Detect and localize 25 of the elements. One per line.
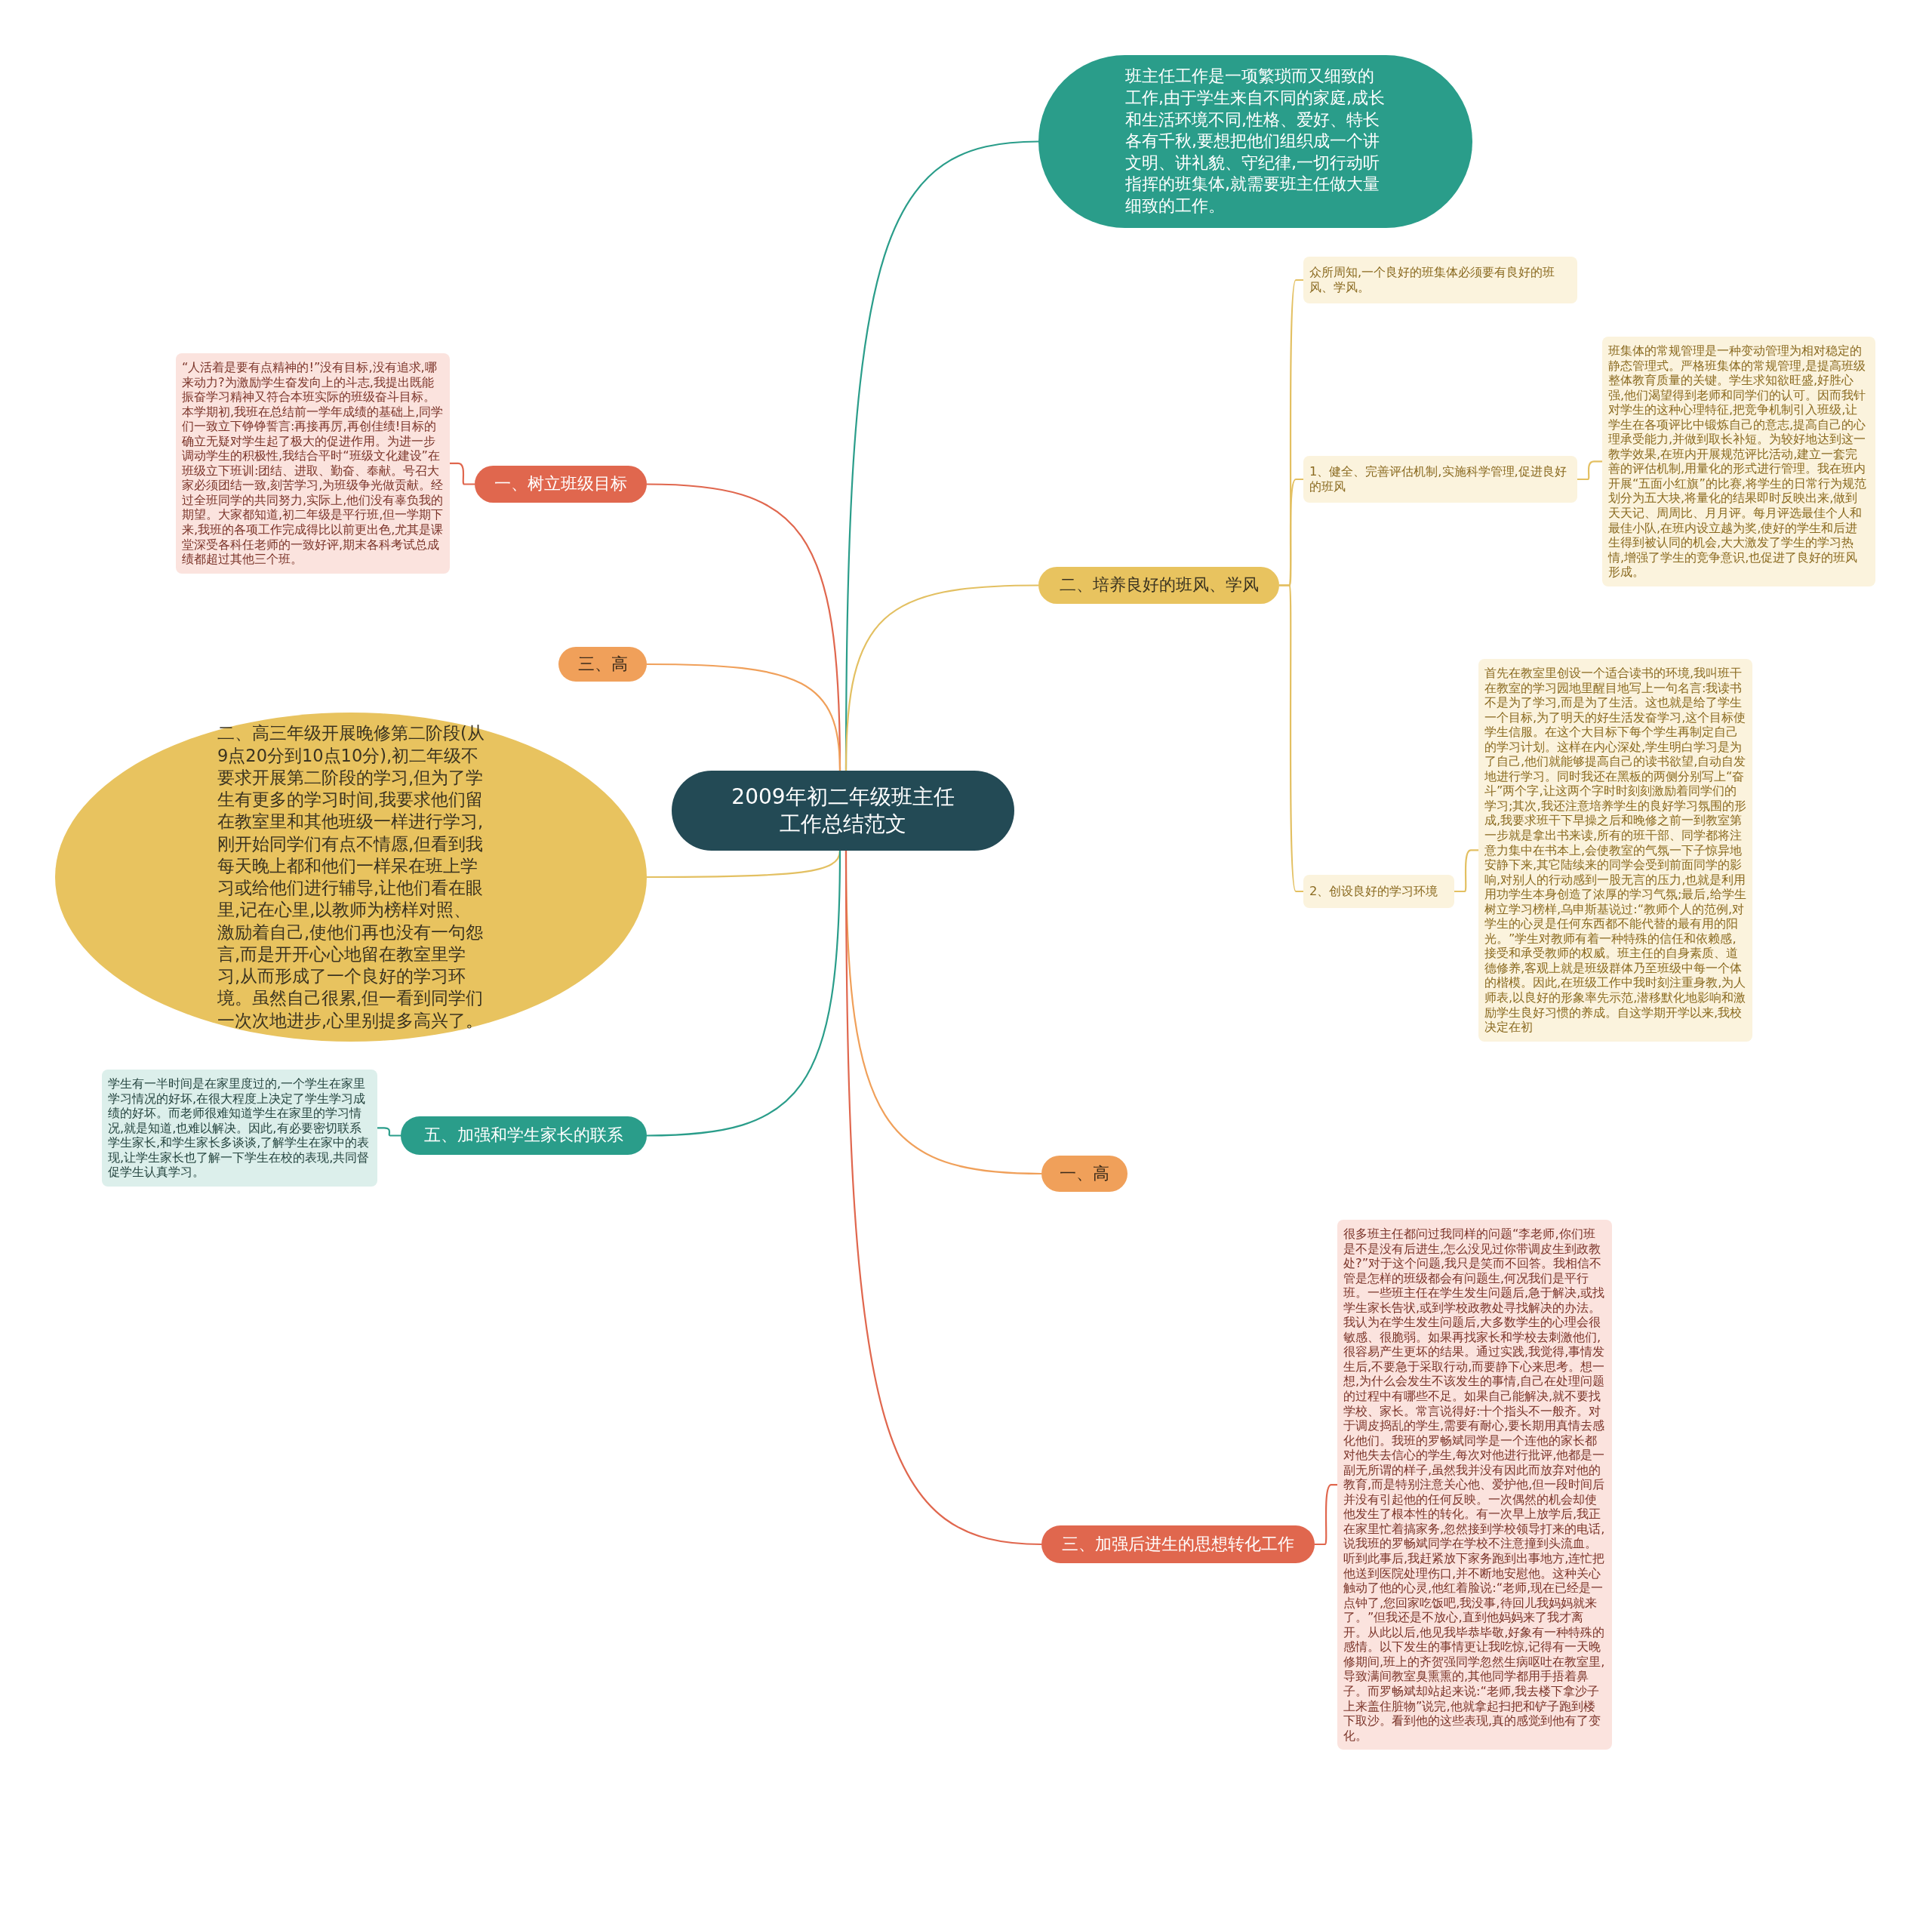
branch-line — [647, 663, 841, 771]
branch-line — [1577, 460, 1602, 481]
branch-line — [844, 584, 1038, 771]
branch-label: 五、加强和学生家长的联系 — [401, 1116, 647, 1155]
note-card: 首先在教室里创设一个适合读书的环境,我叫班干在教室的学习园地里醒目地写上一句名言:我读书不是为了学习,而是为了生活。这也就是给了学生一个目标,为了明天的好生活发奋学习,这个目标使学生信服。在这个大目标下每个学生再制定自己的学习计划。这样在内心深处,学生明白学习是为了自己,他们就能够提高自己的读书欲望,自动自发地进行学习。同时我还在黑板的两侧分别写上“奋斗”两个字,让这两个字时时刻刻激励着同学们的学习;其次,我还注意培养学生的良好学习氛围的形成,我要求班干下早操之后和晚修之前一到教室第一步就是拿出书来读,所有的班干部、同学都将注意力集中在书本上,会使教室的气氛一下子惊异地安静下来,其它陆续来的同学会受到前面同学的影响,对别人的行动感到一股无言的压力,也就是利用用功学生本身创造了浓厚的学习气氛;最后,给学生树立学习榜样,乌申斯基说过:“教师个人的范例,对学生的心灵是任何东西都不能代替的最有用的阳光。”学生对教师有着一种特殊的信任和依赖感,接受和承受教师的权威。班主任的自身素质、道德修养,客观上就是班级群体乃至班级中每一个体的楷模。因此,在班级工作中我时刻注重身教,为人师表,以良好的形象率先示范,潜移默化地影响和激励学生良好习惯的养成。自这学期开学以来,我校决定在初 — [1478, 659, 1752, 1042]
branch-label: 三、加强后进生的思想转化工作 — [1041, 1525, 1315, 1563]
note-card: 众所周知,一个良好的班集体必须要有良好的班风、学风。 — [1303, 257, 1577, 303]
note-card: “人活着是要有点精神的!”没有目标,没有追求,哪来动力?为激励学生奋发向上的斗志,我提出既能振奋学习精神又符合本班实际的班级奋斗目标。本学期初,我班在总结前一学年成绩的基础上,同学们一致立下铮铮誓言:再接再厉,再创佳绩!目标的确立无疑对学生起了极大的促进作用。为进一步调动学生的积极性,我结合平时“班级文化建设”在班级立下班训:团结、进取、勤奋、奉献。号召大家必须团结一致,刻苦学习,为班级争光做贡献。经过全班同学的共同努力,实际上,他们没有辜负我的期望。大家都知道,初二年级是平行班,但一学期下来,我班的各项工作完成得比以前更出色,尤其是课堂深受各科任老师的一致好评,期末各科考试总成绩都超过其他三个班。 — [176, 353, 450, 574]
branch-bubble: 班主任工作是一项繁琐而又细致的工作,由于学生来自不同的家庭,成长和生活环境不同,性格、爱好、特长各有千秋,要想把他们组织成一个讲文明、讲礼貌、守纪律,一切行动听指挥的班集体,就需要班主任做大量细致的工作。 — [1038, 55, 1472, 228]
topic-box: 2009年初二年级班主任工作总结范文 — [672, 771, 1014, 851]
branch-label: 三、高 — [558, 647, 647, 682]
branch-line — [646, 851, 841, 1137]
branch-line — [377, 1127, 401, 1137]
branch-line — [450, 462, 475, 485]
branch-line — [844, 851, 1042, 1546]
branch-label: 一、高 — [1041, 1156, 1128, 1192]
note-card: 学生有一半时间是在家里度过的,一个学生在家里学习情况的好坏,在很大程度上决定了学生学习成绩的好坏。而老师很难知道学生在家里的学习情况,就是知道,也难以解决。因此,有必要密切联系学生家长,和学生家长多谈谈,了解学生在家中的表现,让学生家长也了解一下学生在校的表现,共同督促学生认真学习。 — [102, 1070, 377, 1187]
branch-oval: 二、高三年级开展晚修第二阶段(从9点20分到10点10分),初二年级不要求开展第二阶段的学习,但为了学生有更多的学习时间,我要求他们留在教室里和其他班级一样进行学习,刚开始同学们有点不情愿,但看到我每天晚上都和他们一样呆在班上学习或给他们进行辅导,让他们看在眼里,记在心里,以教师为榜样对照、激励着自己,使他们再也没有一句怨言,而是开开心心地留在教室里学习,从而形成了一个良好的学习环境。虽然自己很累,但一看到同学们一次次地进步,心里别提多高兴了。 — [55, 713, 647, 1042]
branch-label: 二、培养良好的班风、学风 — [1038, 567, 1279, 604]
note-card: 2、创设良好的学习环境 — [1303, 875, 1454, 908]
note-card: 班集体的常规管理是一种变动管理为相对稳定的静态管理式。严格班集体的常规管理,是提高班级整体教育质量的关键。学生求知欲旺盛,好胜心强,他们渴望得到老师和同学们的认可。因而我针对学生的这种心理特征,把竞争机制引入班级,让学生在各项评比中锻炼自己的意志,提高自己的心理承受能力,并做到取长补短。为较好地达到这一教学效果,在班内开展规范评比活动,建立一套完善的评估机制,用量化的形式进行管理。我在班内开展“五面小红旗”的比赛,将学生的日常行为规范划分为五大块,将量化的结果即时反映出来,做到天天记、周周比、月月评。每月评选最佳个人和最佳小队,在班内设立越为奖,使好的学生和后进生得到被认同的机会,大大激发了学生的学习热情,增强了学生的竞争意识,也促进了良好的班风形成。 — [1602, 337, 1875, 586]
note-card: 很多班主任都问过我同样的问题“李老师,你们班是不是没有后进生,怎么没见过你带调皮生到政教处?”对于这个问题,我只是笑而不回答。我相信不管是怎样的班级都会有问题生,何况我们是平行班。一些班主任在学生发生问题后,急于解决,或找学生家长告状,或到学校政教处寻找解决的办法。我认为在学生发生问题后,大多数学生的心理会很敏感、很脆弱。如果再找家长和学校去刺激他们,很容易产生更坏的结果。通过实践,我觉得,事情发生后,不要急于采取行动,而要静下心来思考。想一想,为什么会发生不该发生的事情,自己在处理问题的过程中有哪些不足。如果自己能解决,就不要找学校、家长。常言说得好:十个指头不一般齐。对于调皮捣乱的学生,需要有耐心,要长期用真情去感化他们。我班的罗畅斌同学是一个连他的家长都对他失去信心的学生,每次对他进行批评,他都是一副无所谓的样子,虽然我并没有因此而放弃对他的教育,而是特别注意关心他、爱护他,但一段时间后并没有引起他的任何反映。一次偶然的机会却使他发生了根本性的转化。有一次早上放学后,我正在家里忙着搞家务,忽然接到学校领导打来的电话,说我班的罗畅斌同学在学校不注意撞到头流血。听到此事后,我赶紧放下家务跑到出事地方,连忙把他送到医院处理伤口,并不断地安慰他。这种关心触动了他的心灵,他红着脸说:“老师,现在已经是一点钟了,您回家吃饭吧,我没事,待回儿我妈妈就来了。”但我还是不放心,直到他妈妈来了我才离开。从此以后,他见我毕恭毕敬,好象有一种特殊的感情。以下发生的事情更让我吃惊,记得有一天晚修期间,班上的齐贺强同学忽然生病呕吐在教室里,导致满间教室臭熏熏的,其他同学都用手捂着鼻子。而罗畅斌却站起来说:“老师,我去楼下拿沙子上来盖住脏物”说完,他就拿起扫把和铲子跑到楼下取沙。看到他的这些表现,真的感觉到他有了变化。 — [1337, 1220, 1612, 1750]
branch-line — [1454, 849, 1478, 893]
branch-label: 一、树立班级目标 — [475, 466, 647, 503]
note-card: 1、健全、完善评估机制,实施科学管理,促进良好的班风 — [1303, 456, 1577, 503]
